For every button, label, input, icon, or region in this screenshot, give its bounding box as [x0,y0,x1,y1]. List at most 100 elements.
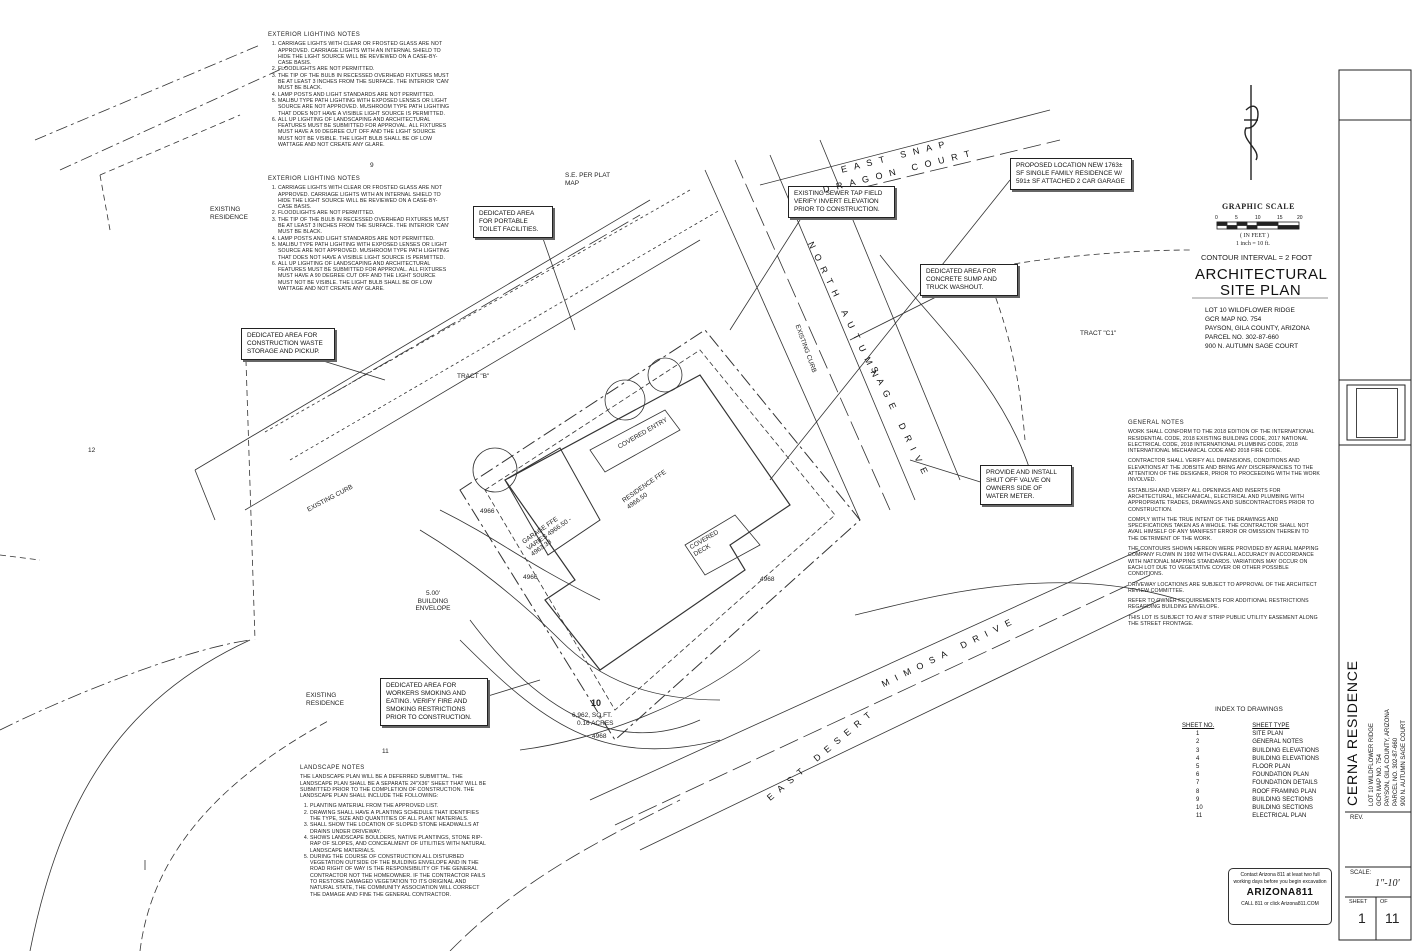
contour-label: 4966 [523,574,538,581]
leader-line [729,219,801,331]
exterior-lighting-notes-top: EXTERIOR LIGHTING NOTES CARRIAGE LIGHTS … [268,32,450,148]
label-lot-area: 6,962, SQ.FT. [572,712,613,719]
note-item: SHOWS LANDSCAPE BOULDERS, NATIVE PLANTIN… [310,835,490,854]
road-edge [734,159,891,511]
description-line: 900 N. AUTUMN SAGE COURT [1401,720,1407,806]
index-row: 8 ROOF FRAMING PLAN [1182,788,1327,796]
label-lot-number: 10 [591,698,602,708]
callout-sewer-tap: EXISTING SEWER TAP FIELD VERIFY INVERT E… [788,186,895,218]
contour-label: 4968 [760,576,775,583]
road-edge [614,574,1151,826]
index-sheet-no: 11 [1196,813,1203,820]
note-item: THE TIP OF THE BULB IN RECESSED OVERHEAD… [278,217,450,236]
index-sheet-type: BUILDING SECTIONS [1252,796,1313,803]
notes-list: WORK SHALL CONFORM TO THE 2018 EDITION O… [1128,429,1320,627]
index-col-sheet-type: SHEET TYPE [1252,723,1290,729]
index-sheet-no: 1 [1196,731,1200,738]
contour-line [439,509,601,601]
leader-line [319,359,386,381]
index-row: 1 SITE PLAN [1182,730,1327,738]
plan-title-line1: ARCHITECTURAL [1195,266,1328,283]
landscape-notes: LANDSCAPE NOTES THE LANDSCAPE PLAN WILL … [300,765,490,898]
scale-tick-label: 15 [1277,215,1283,221]
scale-label: SCALE: [1350,870,1372,876]
entry-outline [589,409,681,473]
arizona-811-notice: Contact Arizona 811 at least two full wo… [1228,868,1332,925]
note-paragraph: THIS LOT IS SUBJECT TO AN 8' STRIP PUBLI… [1128,614,1318,628]
description-line: PAYSON, GILA COUNTY, ARIZONA [1205,325,1310,332]
notes-title: GENERAL NOTES [1128,420,1184,426]
notes-list: PLANTING MATERIAL FROM THE APPROVED LIST… [300,803,490,897]
of-label: OF [1380,899,1388,905]
designer-stamp [1356,388,1398,438]
az811-logo: ARIZONA811 [1246,887,1314,898]
exterior-lighting-notes-mid: EXTERIOR LIGHTING NOTES CARRIAGE LIGHTS … [268,176,450,292]
notes-list: CARRIAGE LIGHTS WITH CLEAR OR FROSTED GL… [268,41,450,148]
index-sheet-type: SITE PLAN [1252,731,1283,738]
label-se-plat: S.E. PER PLAT MAP [565,172,610,187]
note-item: FLOODLIGHTS ARE NOT PERMITTED. [278,210,450,216]
index-sheet-no: 8 [1196,788,1200,795]
notes-title: LANDSCAPE NOTES [300,765,365,771]
label-existing-residence: EXISTING RESIDENCE [306,692,344,707]
index-sheet-no: 5 [1196,764,1200,771]
road-edge [449,799,681,951]
note-item: ALL UP LIGHTING OF LANDSCAPING AND ARCHI… [278,117,450,148]
index-title: INDEX TO DRAWINGS [1215,706,1283,713]
lot-curve [139,719,331,951]
leader-line [909,459,991,486]
index-sheet-type: BUILDING ELEVATIONS [1252,747,1320,754]
description-line: PARCEL NO. 302-87-660 [1205,334,1279,341]
description-line: LOT 10 WILDFLOWER RIDGE [1369,723,1375,806]
dashed-lot-line [34,44,261,141]
note-number: 11 [382,748,389,755]
note-item: CARRIAGE LIGHTS WITH CLEAR OR FROSTED GL… [278,41,450,66]
leader-line [769,179,1011,481]
tree-symbol [647,357,683,393]
plan-title-line2: SITE PLAN [1220,282,1302,299]
note-item: MALIBU TYPE PATH LIGHTING WITH EXPOSED L… [278,98,450,117]
project-title: CERNA RESIDENCE [1344,660,1360,806]
notes-title: EXTERIOR LIGHTING NOTES [268,176,361,182]
scale-ratio: 1 inch = 10 ft. [1236,241,1270,247]
note-number: 9 [370,162,374,169]
scale-value: 1"-10' [1375,878,1400,889]
index-sheet-type: ELECTRICAL PLAN [1252,813,1307,820]
sheet-total: 11 [1385,910,1400,926]
road-edge [589,549,1141,801]
scale-title: GRAPHIC SCALE [1222,202,1295,211]
tree-symbol [472,447,518,493]
contour-label: 4968 [592,733,607,740]
note-item: MALIBU TYPE PATH LIGHTING WITH EXPOSED L… [278,242,450,261]
scale-tick-label: 0 [1215,215,1218,221]
callout-concrete-sump: DEDICATED AREA FOR CONCRETE SUMP AND TRU… [920,264,1018,296]
notes-title: EXTERIOR LIGHTING NOTES [268,32,361,38]
index-header-row: SHEET NO. SHEET TYPE [1182,722,1327,730]
note-paragraph: COMPLY WITH THE TRUE INTENT OF THE DRAWI… [1128,516,1309,542]
description-line: LOT 10 WILDFLOWER RIDGE [1205,307,1295,314]
note-item: DRAWING SHALL HAVE A PLANTING SCHEDULE T… [310,810,490,823]
index-sheet-type: ROOF FRAMING PLAN [1252,788,1317,795]
contour-line [419,529,721,701]
label-tract-c1: TRACT "C1" [1080,330,1117,337]
label-lot-acres: 0.16 ACRES [577,720,614,727]
description-line: PAYSON, GILA COUNTY, ARIZONA [1385,709,1391,806]
index-sheet-no: 3 [1196,747,1200,754]
sheet-number: 1 [1358,910,1366,926]
scale-tick-label: 5 [1235,215,1238,221]
tract-boundary [984,249,1191,271]
lot-curve [0,639,251,731]
callout-smoking-area: DEDICATED AREA FOR WORKERS SMOKING AND E… [380,678,488,726]
note-paragraph: THE CONTOURS SHOWN HEREON WERE PROVIDED … [1128,546,1319,578]
